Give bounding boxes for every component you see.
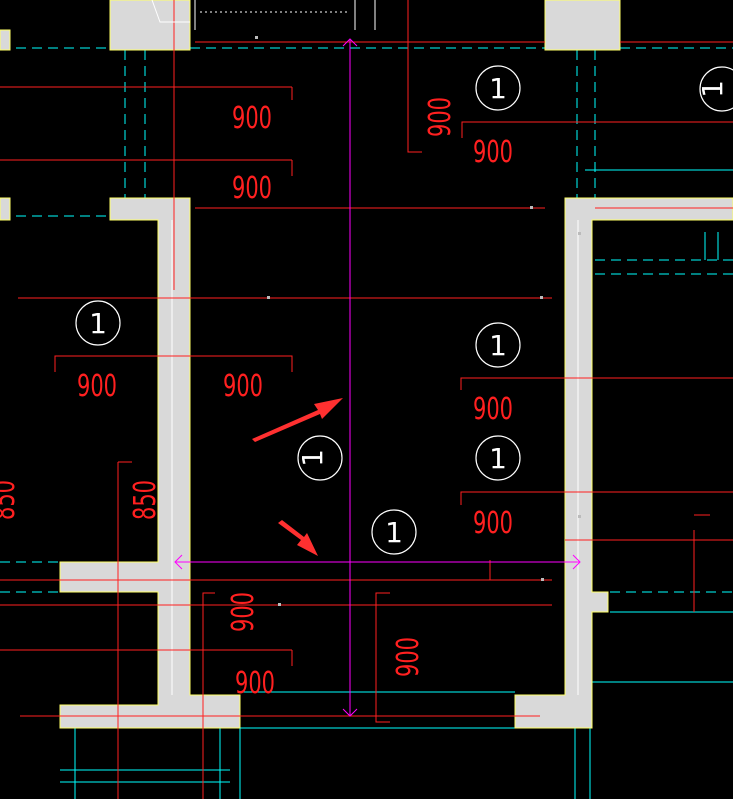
tag-label: 1: [89, 307, 107, 340]
dim-label: 900: [473, 135, 513, 170]
tag-circle: [75, 300, 121, 346]
window-detail: [151, 0, 376, 30]
tag-circle: [475, 435, 521, 481]
tag-circle: [371, 509, 417, 555]
tag-label: 1: [385, 516, 403, 549]
dim-label: 900: [473, 506, 513, 541]
tag-circle: [699, 66, 733, 112]
tag-label: 1: [489, 442, 507, 475]
dim-label: 900: [223, 369, 263, 404]
dim-label: 850: [128, 480, 163, 520]
dim-label: 900: [226, 592, 261, 632]
tag-label: 1: [489, 329, 507, 362]
arrow-pointer-lower: [278, 520, 318, 556]
dim-label: 900: [77, 369, 117, 404]
walls: [0, 0, 733, 729]
dim-label: 850: [0, 480, 22, 520]
tag-label: 1: [489, 72, 507, 105]
tag-label: 1: [696, 80, 729, 98]
circle-tag-labels: 1 1 1 1 1 1 1: [89, 72, 729, 549]
tag-circle: [475, 65, 521, 111]
arrow-pointer-upper: [252, 398, 343, 442]
wall-inner-lines: [171, 220, 579, 695]
selection-lines: [174, 38, 581, 717]
annotation-arrows: [252, 398, 343, 556]
dim-label: 700: [727, 533, 733, 573]
dim-label: 900: [232, 171, 272, 206]
tag-circle: [475, 322, 521, 368]
dim-label: 900: [423, 97, 458, 137]
dim-label: 900: [235, 666, 275, 701]
dim-label: 900: [391, 637, 426, 677]
tag-circle: [297, 435, 343, 481]
dim-label: 900: [232, 101, 272, 136]
circle-tags: [75, 65, 733, 555]
dim-label: 900: [473, 392, 513, 427]
tick-marks: [255, 36, 581, 606]
tag-label: 1: [296, 449, 329, 467]
dimension-labels: 900 900 900 900 900 900 900 900 900 900 …: [0, 97, 733, 701]
